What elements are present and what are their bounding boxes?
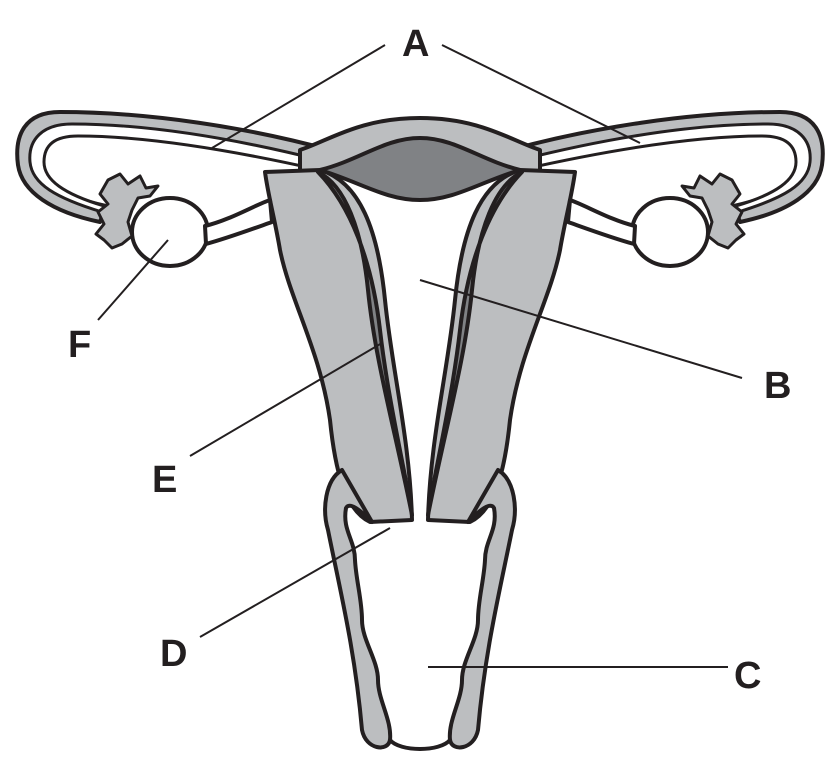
leader-line-a-right [441,44,641,144]
ovarian-ligament-left [203,198,274,246]
fimbriae-right [680,172,746,250]
leader-line-d [199,527,391,638]
ovary-right [630,196,710,268]
fimbriae-left [94,172,160,250]
uterine-wall-left [263,168,414,524]
leader-line-b [419,279,743,379]
leader-line-a-left [211,44,386,149]
endometrium-right [426,170,524,517]
label-b: B [764,365,791,407]
label-e: E [152,459,177,501]
ovarian-ligament-right [566,198,637,246]
leader-line-f [97,239,169,321]
vaginal-wall-left [323,468,393,750]
vaginal-wall-right [447,468,517,750]
label-a: A [402,23,429,65]
leader-line-e [189,342,383,457]
ovary-left [130,196,210,268]
uterine-wall-right [426,168,577,524]
label-f: F [68,324,91,366]
endometrium-left [316,170,414,517]
vaginal-opening [388,738,452,751]
label-c: C [734,655,761,697]
label-d: D [160,633,187,675]
